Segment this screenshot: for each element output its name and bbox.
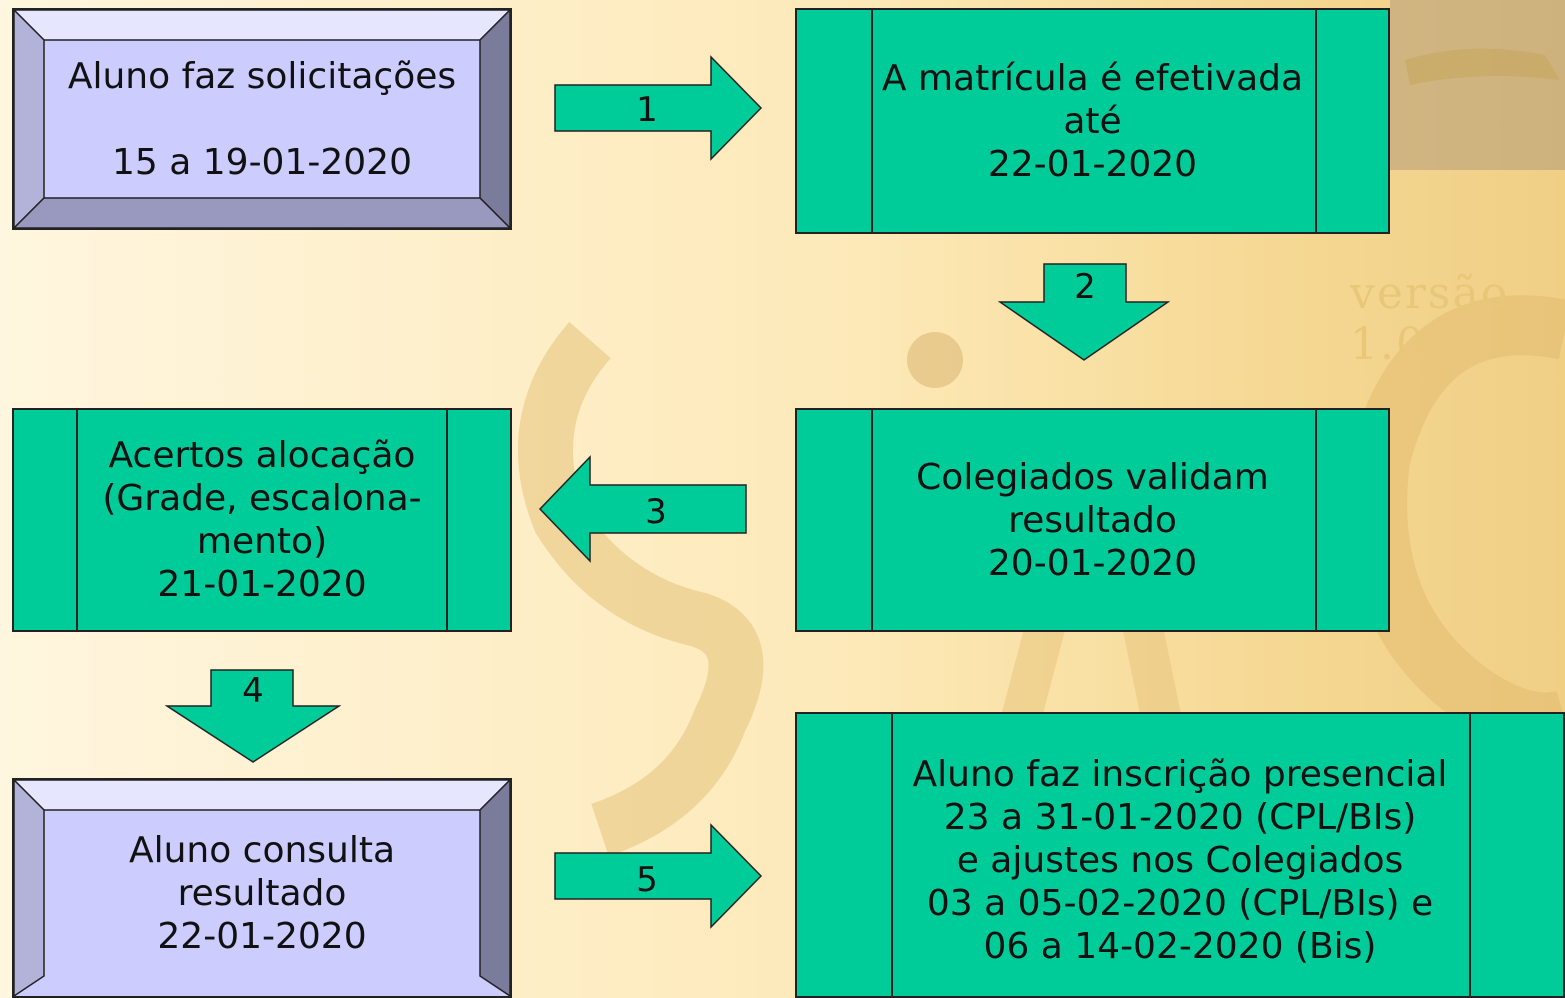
box-inscricao-presencial: Aluno faz inscrição presencial 23 a 31-0… [795, 712, 1565, 998]
box-line: A matrícula é efetivada [881, 57, 1304, 99]
box-line: 15 a 19-01-2020 [112, 141, 412, 183]
box-divider [871, 10, 873, 232]
box-line: resultado [177, 872, 347, 914]
box-line: 06 a 14-02-2020 (Bis) [983, 925, 1377, 967]
arrow-label: 4 [242, 671, 264, 711]
box-line: Aluno faz inscrição presencial [912, 753, 1448, 795]
arrow-right-5: 5 [554, 823, 763, 929]
version-watermark: versão 1.0 [1350, 268, 1510, 370]
box-line: 22-01-2020 [157, 915, 367, 957]
box-line: Aluno consulta [128, 829, 396, 871]
box-line: 22-01-2020 [987, 143, 1198, 185]
box-matricula-efetivada: A matrícula é efetivada até 22-01-2020 [795, 8, 1390, 234]
box-divider [891, 714, 893, 996]
arrow-right-1: 1 [554, 55, 763, 161]
box-divider [1315, 410, 1317, 630]
arrow-label: 3 [645, 492, 667, 532]
box-divider [871, 410, 873, 630]
box-divider [76, 410, 78, 630]
box-divider [1315, 10, 1317, 232]
arrow-down-4: 4 [165, 669, 341, 763]
arrow-label: 2 [1074, 267, 1096, 307]
box-divider [446, 410, 448, 630]
arrow-left-3: 3 [538, 455, 747, 563]
bevel-frame [14, 10, 510, 228]
box-line: mento) [196, 521, 328, 562]
box-line: e ajustes nos Colegiados [956, 839, 1404, 881]
box-line: 20-01-2020 [987, 542, 1198, 584]
arrow-label: 5 [636, 860, 658, 900]
arrow-down-2: 2 [998, 263, 1170, 361]
box-line: 03 a 05-02-2020 (CPL/BIs) e [926, 882, 1434, 924]
box-divider [1469, 714, 1471, 996]
box-line: resultado [1008, 499, 1177, 541]
box-line: Acertos alocação [108, 435, 416, 476]
box-aluno-solicitacoes: Aluno faz solicitações 15 a 19-01-2020 [12, 8, 512, 230]
box-acertos-alocacao: Acertos alocação (Grade, escalona- mento… [12, 408, 512, 632]
box-aluno-consulta: Aluno consulta resultado 22-01-2020 [12, 778, 512, 998]
box-colegiados-validam: Colegiados validam resultado 20-01-2020 [795, 408, 1390, 632]
box-line [68, 98, 456, 141]
box-line: até [1063, 100, 1122, 142]
box-line: Colegiados validam [916, 456, 1269, 498]
arrow-label: 1 [636, 90, 658, 130]
bevel-frame [14, 780, 510, 996]
box-line: 23 a 31-01-2020 (CPL/BIs) [943, 796, 1417, 838]
box-line: Aluno faz solicitações [67, 55, 457, 97]
box-line: (Grade, escalona- [102, 478, 422, 519]
box-line: 21-01-2020 [157, 564, 367, 605]
